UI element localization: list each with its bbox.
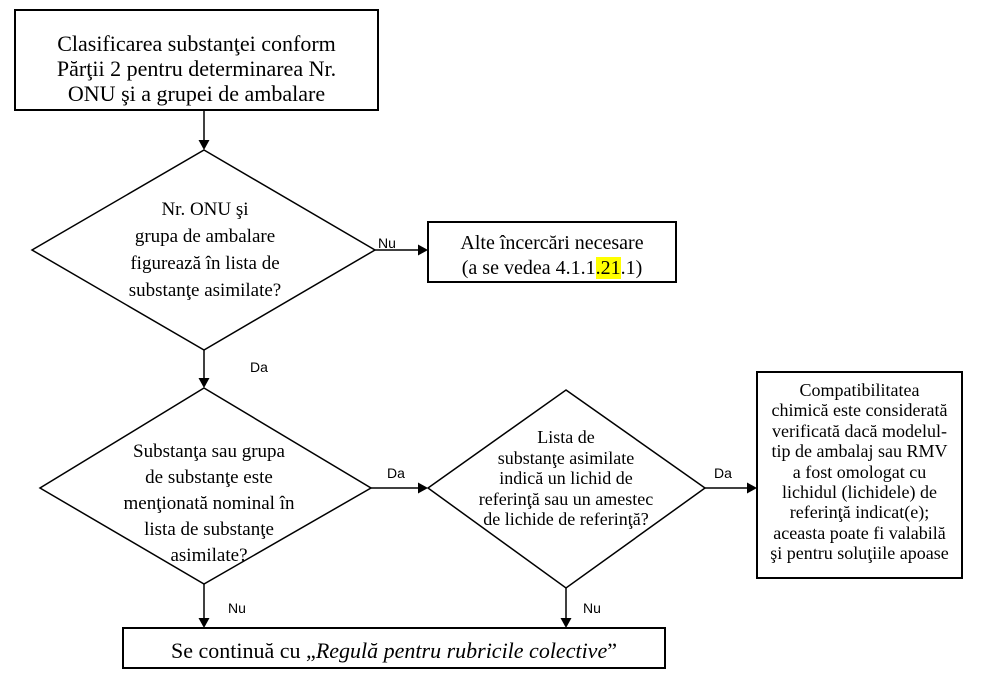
compatibility-line: şi pentru soluţiile apoase [770, 543, 949, 564]
decision-reference-line: Lista de [537, 427, 595, 447]
arrowhead [418, 482, 428, 494]
arrow-listed-to-named [198, 350, 210, 388]
reference-highlight: .21 [595, 256, 621, 279]
reference-after: .1) [620, 256, 643, 279]
compatibility-line: chimică este considerată [771, 400, 948, 421]
edge-label-named-no: Nu [228, 600, 246, 616]
arrow-listed-to-tests [375, 244, 428, 256]
arrow-reference-to-compatibility [705, 482, 757, 494]
decision-listed-line: Nr. ONU şi [161, 199, 249, 220]
start-text-line: Părţii 2 pentru determinarea Nr. [56, 56, 337, 81]
decision-reference-line: referinţă sau un amestec [478, 488, 654, 509]
decision-listed-line: grupa de ambalare [134, 226, 276, 247]
continue-text-before: Se continuă cu „ [171, 637, 316, 663]
compatibility-line: aceasta poate fi valabilă [773, 522, 946, 543]
decision-reference-text: Lista de substanţe asimilate indică un l… [416, 427, 716, 530]
arrow-named-to-reference [371, 482, 428, 494]
further-tests-line: Alte încercări necesare [460, 231, 644, 254]
decision-reference-line: indică un lichid de [499, 468, 633, 488]
arrowhead [560, 618, 572, 628]
compatibility-text: Compatibilitatea chimică este considerat… [757, 380, 962, 564]
start-text-line: Clasificarea substanţei conform [57, 31, 336, 56]
arrowhead [198, 140, 210, 150]
arrow-start-to-listed [198, 111, 210, 150]
decision-named-line: de substanţe este [145, 467, 273, 488]
decision-listed-text: Nr. ONU şi grupa de ambalare figurează î… [55, 196, 355, 304]
compatibility-line: tip de ambalaj sau RMV [771, 441, 948, 462]
edge-label-named-yes: Da [387, 465, 405, 481]
further-tests-reference: (a se vedea 4.1.1.21.1) [428, 256, 676, 281]
edge-label-listed-no: Nu [378, 235, 396, 251]
decision-named-line: asimilate? [170, 545, 248, 566]
compatibility-line: Compatibilitatea [799, 380, 920, 400]
arrowhead [198, 378, 210, 388]
start-box-text: Clasificarea substanţei conform Părţii 2… [15, 31, 378, 106]
further-tests-text: Alte încercări necesare (a se vedea 4.1.… [428, 231, 676, 281]
arrowhead [198, 618, 210, 628]
start-text-line: ONU şi a grupei de ambalare [67, 81, 326, 106]
further-tests-box [427, 221, 677, 283]
decision-reference-line: substanţe asimilate [497, 447, 635, 468]
decision-reference-line: de lichide de referinţă? [483, 509, 649, 529]
decision-named-line: lista de substanţe [144, 519, 274, 540]
edge-label-listed-yes: Da [250, 359, 268, 375]
continue-text-italic: Regulă pentru rubricile colective [315, 637, 608, 663]
compatibility-line: a fost omologat cu [792, 461, 927, 482]
continue-text: Se continuă cu „Regulă pentru rubricile … [123, 636, 665, 665]
arrowhead [747, 482, 757, 494]
decision-named-line: menţionată nominal în [123, 493, 295, 514]
compatibility-line: lichidul (lichidele) de [782, 482, 937, 503]
arrow-reference-to-continue [560, 588, 572, 628]
compatibility-box [756, 371, 963, 579]
decision-listed-line: figurează în lista de [130, 253, 280, 274]
arrowhead [418, 244, 428, 256]
reference-before: (a se vedea 4.1.1 [461, 256, 596, 279]
edge-label-reference-no: Nu [583, 600, 601, 616]
decision-listed-line: substanţe asimilate? [128, 280, 282, 301]
compatibility-line: referinţă indicat(e); [789, 502, 930, 523]
decision-named-text: Substanţa sau grupa de substanţe este me… [59, 439, 359, 569]
compatibility-line: verificată dacă modelul- [772, 420, 947, 441]
start-box [14, 9, 379, 111]
decision-named-line: Substanţa sau grupa [133, 441, 285, 462]
arrow-named-to-continue [198, 584, 210, 628]
edge-label-reference-yes: Da [714, 465, 732, 481]
continue-text-after: ” [607, 637, 617, 663]
continue-box [122, 627, 666, 669]
